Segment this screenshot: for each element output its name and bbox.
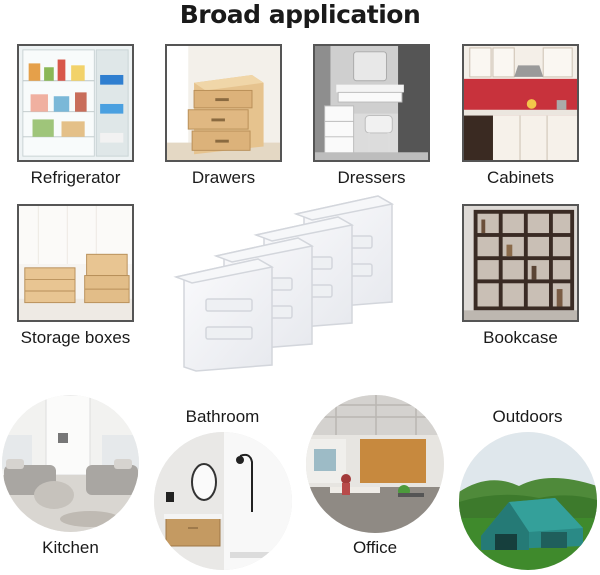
tile-label-dressers: Dressers [337,168,406,187]
dresser-photo [313,44,430,162]
living-room-photo [2,395,139,532]
room-label-kitchen: Kitchen [42,538,99,557]
refrigerator-photo [17,44,134,162]
room-label-office: Office [352,538,398,557]
bathroom-photo [154,432,292,570]
storage-boxes-photo [17,204,134,322]
tile-label-refrigerator: Refrigerator [30,168,121,187]
kitchen-cabinet-photo [462,44,579,162]
clear-divider-product [172,192,432,372]
tile-label-storage-boxes: Storage boxes [20,328,131,347]
bookcase-photo [462,204,579,322]
tent-photo [459,432,597,570]
tile-label-bookcase: Bookcase [483,328,558,347]
office-photo [306,395,444,533]
room-label-outdoors: Outdoors [492,407,563,426]
drawers-photo [165,44,282,162]
room-label-bathroom: Bathroom [185,407,260,426]
tile-label-cabinets: Cabinets [486,168,555,187]
tile-label-drawers: Drawers [191,168,256,187]
page-title: Broad application [179,0,421,29]
divider-piece [173,258,275,372]
